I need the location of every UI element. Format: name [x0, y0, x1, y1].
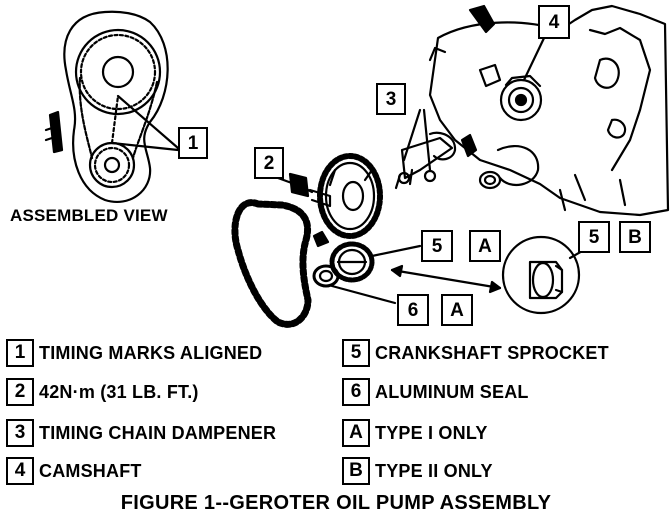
legend-text: TIMING MARKS ALIGNED — [39, 342, 263, 363]
callout-5-type-i: 5 — [421, 230, 453, 262]
engine-block-drawing — [428, 4, 670, 217]
legend-item: 2 42N·m (31 LB. FT.) — [6, 377, 199, 407]
legend-key: B — [342, 457, 370, 485]
legend-key: 1 — [6, 339, 34, 367]
legend-key: A — [342, 419, 370, 447]
callout-2: 2 — [254, 147, 284, 179]
assembled-view-drawing — [44, 10, 180, 203]
timing-chain-drawing — [231, 199, 312, 328]
legend-item: 3 TIMING CHAIN DAMPENER — [6, 418, 276, 448]
assembled-view-label: ASSEMBLED VIEW — [10, 206, 168, 225]
legend-key: 3 — [6, 419, 34, 447]
legend-item: A TYPE I ONLY — [342, 418, 488, 448]
cam-sprocket-drawing — [317, 153, 383, 239]
legend-text: ALUMINUM SEAL — [375, 381, 529, 402]
callout-type-a-upper: A — [469, 230, 501, 262]
dampener-drawing — [394, 108, 457, 190]
callout-6: 6 — [397, 294, 429, 326]
callout-1: 1 — [178, 127, 208, 159]
legend-text: TIMING CHAIN DAMPENER — [39, 422, 277, 443]
legend-key: 5 — [342, 339, 370, 367]
crank-sprocket-type-i-drawing — [329, 241, 422, 283]
callout-3: 3 — [376, 83, 406, 115]
callout-4: 4 — [538, 5, 570, 39]
legend-item: 5 CRANKSHAFT SPROCKET — [342, 338, 609, 368]
legend-item: B TYPE II ONLY — [342, 456, 493, 486]
figure-caption: FIGURE 1--GEROTER OIL PUMP ASSEMBLY — [120, 492, 552, 514]
callout-5-type-ii: 5 — [578, 221, 610, 253]
legend-text: CAMSHAFT — [39, 460, 142, 481]
legend-key: 6 — [342, 378, 370, 406]
legend-item: 6 ALUMINUM SEAL — [342, 377, 529, 407]
legend-item: 1 TIMING MARKS ALIGNED — [6, 338, 262, 368]
callout-type-b: B — [619, 221, 651, 253]
legend-text: TYPE I ONLY — [375, 422, 488, 443]
legend-text: TYPE II ONLY — [375, 460, 493, 481]
aluminum-seal-drawing — [312, 264, 397, 305]
legend-text: 42N·m (31 LB. FT.) — [39, 381, 199, 402]
legend-key: 2 — [6, 378, 34, 406]
crank-sprocket-type-ii-drawing — [501, 235, 586, 315]
legend-item: 4 CAMSHAFT — [6, 456, 142, 486]
callout-type-a-lower: A — [441, 294, 473, 326]
legend-key: 4 — [6, 457, 34, 485]
legend-text: CRANKSHAFT SPROCKET — [375, 342, 609, 363]
connection-arrow — [390, 264, 502, 294]
